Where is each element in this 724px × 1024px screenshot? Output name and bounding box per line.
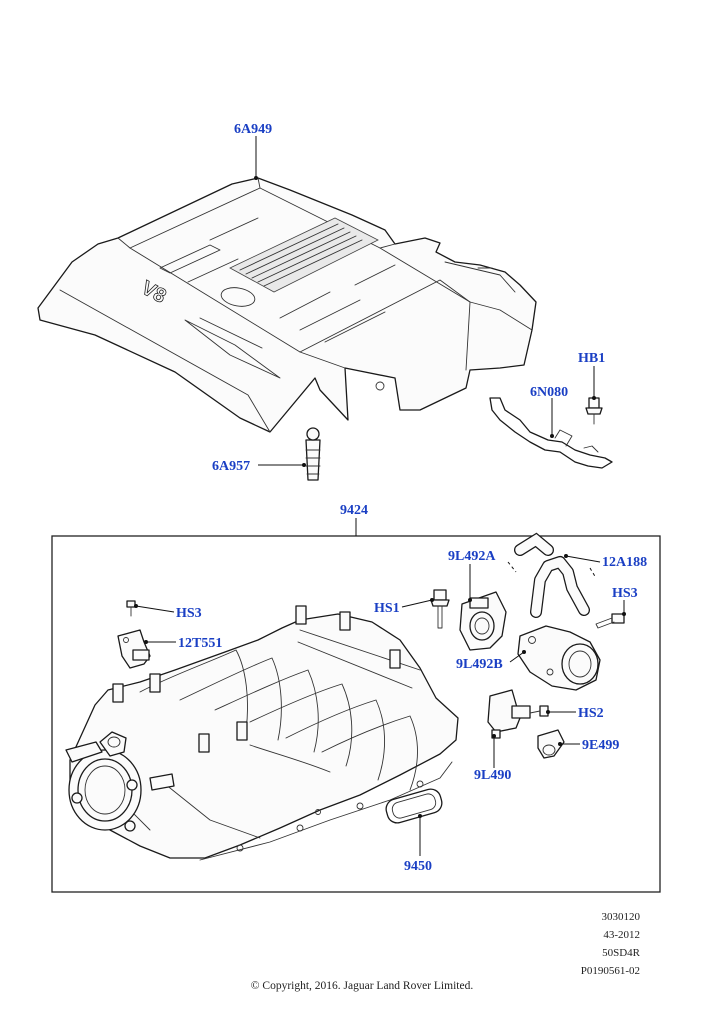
screw-hs1-drawing — [430, 589, 450, 629]
callout-6a957[interactable]: 6A957 — [212, 459, 250, 474]
callout-12t551[interactable]: 12T551 — [178, 636, 222, 651]
callout-hs1[interactable]: HS1 — [374, 601, 400, 616]
reference-code: 50SD4R — [602, 947, 640, 959]
reference-codes: 3030120 43-2012 50SD4R P0190561-02 — [581, 908, 640, 980]
reference-code: 43-2012 — [603, 929, 640, 941]
callout-9e499[interactable]: 9E499 — [582, 738, 619, 753]
callout-9l490[interactable]: 9L490 — [474, 768, 511, 783]
screw-hs2-drawing — [529, 705, 549, 717]
actuator-9l490-drawing — [487, 689, 531, 739]
sensor-12t551-drawing — [117, 629, 151, 669]
intake-manifold-drawing — [65, 605, 459, 861]
screw-hs3-left-drawing — [126, 600, 136, 617]
callout-hs3-right[interactable]: HS3 — [612, 586, 638, 601]
wiring-bracket-drawing — [489, 397, 613, 469]
cover-stud-drawing — [305, 427, 321, 481]
valve-9l492a-drawing — [459, 591, 507, 651]
gasket-9450-drawing — [385, 788, 443, 824]
callout-hb1[interactable]: HB1 — [578, 351, 605, 366]
screw-hs3-right-drawing — [595, 613, 625, 629]
engine-cover-drawing: V8 — [37, 177, 537, 433]
callout-hs2[interactable]: HS2 — [578, 706, 604, 721]
callout-9l492b[interactable]: 9L492B — [456, 657, 503, 672]
callout-9l492a[interactable]: 9L492A — [448, 549, 496, 564]
callout-6n080[interactable]: 6N080 — [530, 385, 568, 400]
reference-code: P0190561-02 — [580, 965, 640, 977]
callout-9424[interactable]: 9424 — [340, 503, 368, 518]
valve-9l492b-drawing — [517, 625, 601, 691]
callout-6a949[interactable]: 6A949 — [234, 122, 272, 137]
bolt-hb1-drawing — [585, 397, 603, 425]
callout-12a188[interactable]: 12A188 — [602, 555, 647, 570]
reference-code: 3030120 — [601, 911, 641, 923]
connector-9e499-drawing — [537, 729, 565, 759]
leader-lines — [134, 136, 626, 856]
hose-12a188-drawing — [507, 532, 597, 618]
callout-9450[interactable]: 9450 — [404, 859, 432, 874]
copyright-notice: © Copyright, 2016. Jaguar Land Rover Lim… — [250, 980, 474, 992]
callout-hs3-left[interactable]: HS3 — [176, 606, 202, 621]
